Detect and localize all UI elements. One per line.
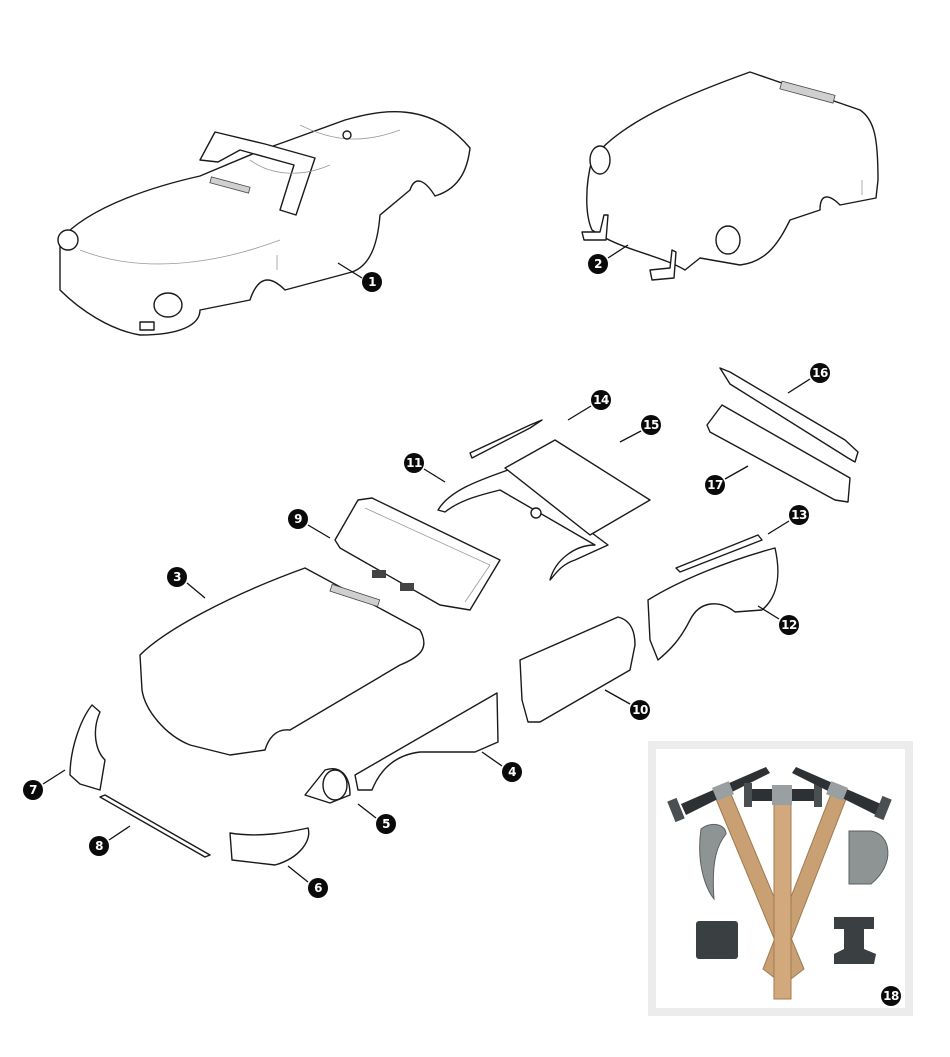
leader-lines: [42, 244, 811, 883]
bonnet-assembly-drawing: [581, 71, 879, 281]
callout-13: 13: [789, 505, 809, 525]
rear-wing-top-flange-drawing: [675, 534, 763, 573]
callout-17: 17: [705, 475, 725, 495]
callout-7: 7: [23, 780, 43, 800]
hammer-head-right: [792, 767, 892, 821]
dolly-block: [696, 921, 738, 959]
callout-18: 18: [881, 986, 901, 1006]
hammer-handle-center: [773, 798, 792, 1000]
callout-5: 5: [376, 814, 396, 834]
callout-11: 11: [404, 453, 424, 473]
hammer-head-center: [744, 783, 822, 807]
front-valance-left-drawing: [69, 704, 106, 791]
dolly-toe: [699, 823, 727, 901]
callout-1: 1: [362, 272, 382, 292]
callout-2: 2: [588, 254, 608, 274]
callout-6: 6: [308, 878, 328, 898]
door-skin-drawing: [519, 616, 636, 723]
bonnet-centre-panel-drawing: [139, 567, 425, 756]
tool-set-inset: [648, 741, 913, 1016]
callout-15: 15: [641, 415, 661, 435]
headlamp-nacelle-drawing: [304, 768, 351, 804]
callout-9: 9: [288, 509, 308, 529]
callout-16: 16: [810, 363, 830, 383]
front-lower-valance-drawing: [99, 794, 211, 858]
tool-set-illustration: [667, 767, 892, 1000]
complete-body-shell-drawing: [57, 111, 471, 336]
callout-12: 12: [779, 615, 799, 635]
front-wing-drawing: [354, 692, 499, 791]
callout-3: 3: [167, 567, 187, 587]
rear-wing-drawing: [647, 547, 779, 661]
rear-panel-lower-drawing: [706, 404, 851, 503]
rear-deck-panel-drawing: [437, 469, 609, 581]
deck-side-channel-drawing: [469, 419, 543, 459]
dolly-anvil: [834, 917, 876, 964]
rear-panel-upper-drawing: [719, 367, 859, 463]
callout-14: 14: [591, 390, 611, 410]
tool-set-panel: [656, 749, 905, 1008]
callout-4: 4: [502, 762, 522, 782]
boot-lid-drawing: [504, 439, 651, 536]
scuttle-panel-drawing: [334, 497, 501, 611]
callout-8: 8: [89, 836, 109, 856]
hammer-head-left: [667, 767, 770, 823]
dolly-heel: [848, 830, 889, 885]
callout-10: 10: [630, 700, 650, 720]
front-valance-right-drawing: [229, 827, 310, 866]
